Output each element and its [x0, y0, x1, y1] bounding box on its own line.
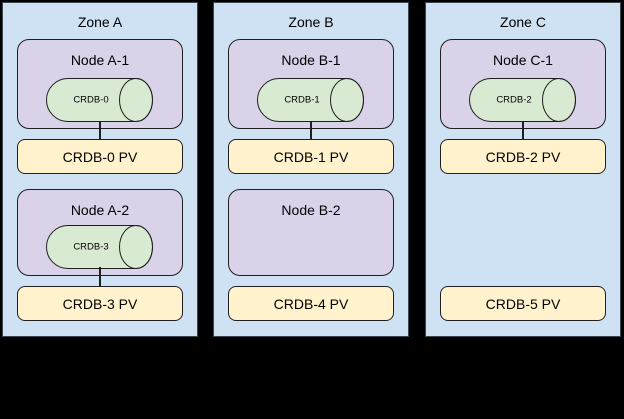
zone-c-panel: Zone C Node C-1 CRDB-2 CRDB-2 PV CRDB-5 …	[425, 2, 621, 337]
pv-label: CRDB-4 PV	[273, 295, 349, 312]
pod-label: CRDB-0	[73, 94, 109, 106]
node-title: Node C-1	[493, 52, 553, 68]
connector-line	[522, 122, 524, 139]
node-title: Node A-2	[70, 202, 130, 218]
pv-label: CRDB-3 PV	[62, 295, 138, 312]
pod-crdb-2: CRDB-2	[469, 78, 576, 122]
connector-line	[99, 122, 101, 139]
node-a1-box: Node A-1 CRDB-0	[17, 39, 183, 129]
cylinder-icon	[46, 78, 153, 122]
cylinder-icon	[257, 78, 364, 122]
pv-crdb-3: CRDB-3 PV	[17, 286, 183, 321]
node-b2-box-empty: Node B-2	[228, 189, 394, 276]
zone-title: Zone C	[500, 14, 546, 30]
pv-label: CRDB-2 PV	[485, 148, 561, 165]
zone-title: Zone A	[77, 14, 123, 30]
cylinder-icon	[46, 225, 153, 269]
pod-label: CRDB-2	[496, 94, 532, 106]
zone-a-panel: Zone A Node A-1 CRDB-0 CRDB-0 PV Node A-…	[2, 2, 198, 337]
pv-crdb-4: CRDB-4 PV	[228, 286, 394, 321]
node-title: Node A-1	[70, 52, 130, 68]
pod-crdb-3: CRDB-3	[46, 225, 153, 269]
pv-crdb-0: CRDB-0 PV	[17, 139, 183, 174]
pod-crdb-0: CRDB-0	[46, 78, 153, 122]
node-a2-box: Node A-2 CRDB-3	[17, 189, 183, 276]
connector-line	[99, 267, 101, 286]
pv-crdb-5: CRDB-5 PV	[440, 286, 606, 321]
zone-title: Zone B	[288, 14, 334, 30]
pv-label: CRDB-1 PV	[273, 148, 349, 165]
connector-line	[310, 122, 312, 139]
pv-label: CRDB-5 PV	[485, 295, 561, 312]
pv-crdb-1: CRDB-1 PV	[228, 139, 394, 174]
pod-label: CRDB-1	[284, 94, 320, 106]
node-b1-box: Node B-1 CRDB-1	[228, 39, 394, 129]
node-title: Node B-2	[281, 202, 341, 218]
pv-crdb-2: CRDB-2 PV	[440, 139, 606, 174]
node-c1-box: Node C-1 CRDB-2	[440, 39, 606, 129]
cylinder-icon	[469, 78, 576, 122]
pod-crdb-1: CRDB-1	[257, 78, 364, 122]
pv-label: CRDB-0 PV	[62, 148, 138, 165]
pod-label: CRDB-3	[73, 241, 109, 253]
zone-b-panel: Zone B Node B-1 CRDB-1 CRDB-1 PV Node B-…	[213, 2, 409, 337]
node-title: Node B-1	[281, 52, 341, 68]
